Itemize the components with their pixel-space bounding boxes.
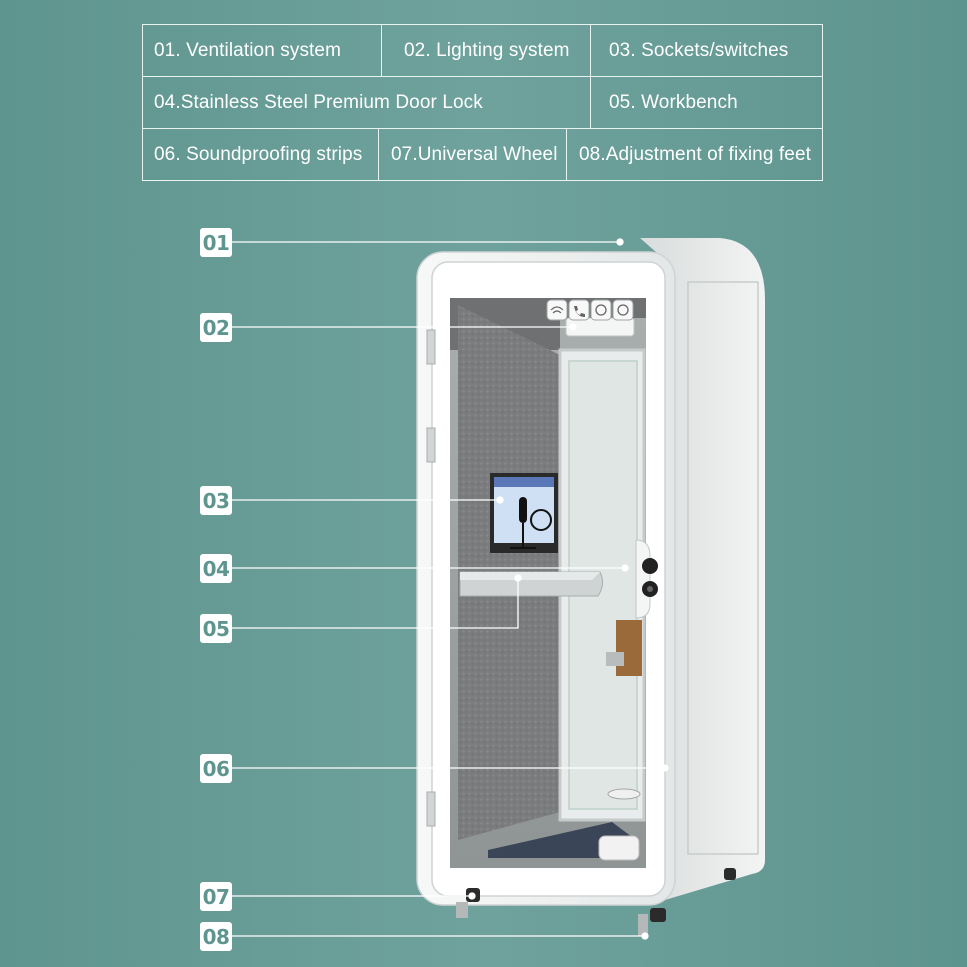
callout-tag-03: 03 bbox=[200, 486, 232, 515]
callout-tag-08: 08 bbox=[200, 922, 232, 951]
callout-tag-01: 01 bbox=[200, 228, 232, 257]
legend-cell-08: 08.Adjustment of fixing feet bbox=[566, 128, 823, 181]
callout-tag-06: 06 bbox=[200, 754, 232, 783]
door-lock bbox=[635, 539, 658, 619]
callout-tag-05: 05 bbox=[200, 614, 232, 643]
door-hinges bbox=[426, 329, 436, 827]
callout-tag-02: 02 bbox=[200, 313, 232, 342]
workbench bbox=[459, 571, 604, 597]
feature-legend-table: 01. Ventilation system 02. Lighting syst… bbox=[142, 24, 823, 181]
switch-panel-icons bbox=[546, 299, 634, 321]
callout-tag-07: 07 bbox=[200, 882, 232, 911]
callout-tag-04: 04 bbox=[200, 554, 232, 583]
monitor-with-microphone bbox=[490, 473, 558, 553]
leader-lines bbox=[232, 238, 669, 940]
